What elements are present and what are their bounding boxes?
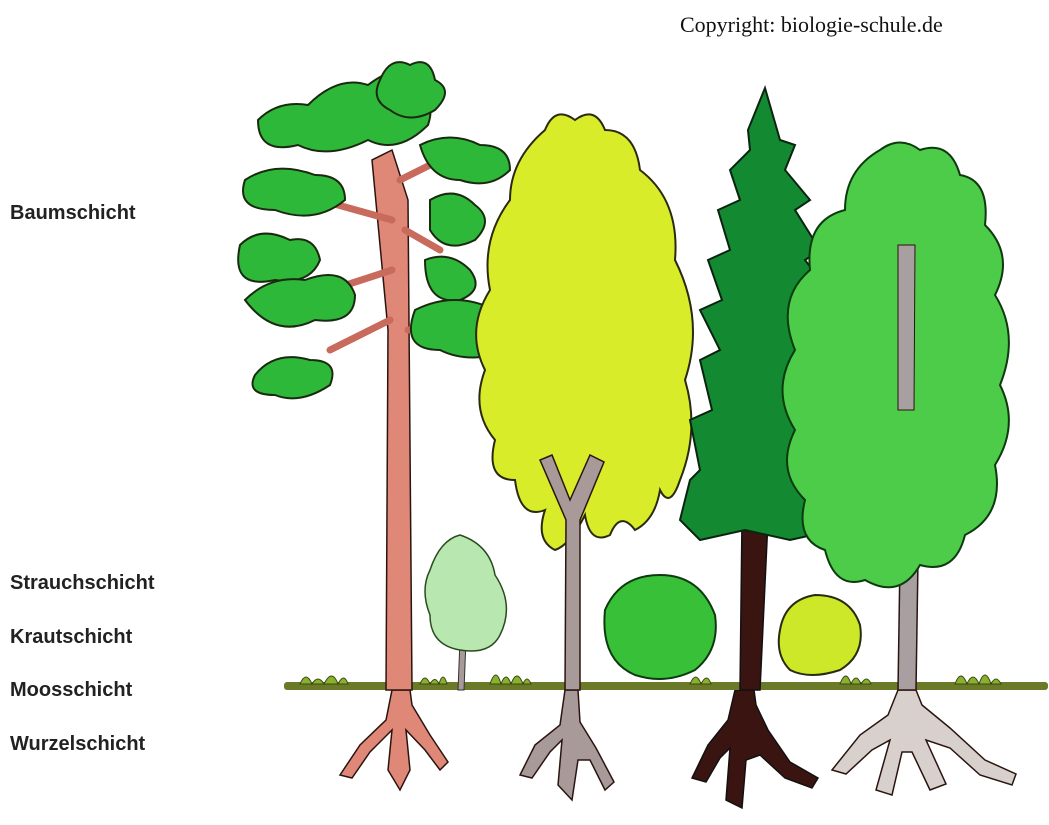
shrub-light (425, 535, 506, 690)
shrub-green (604, 575, 715, 679)
birch-roots (520, 690, 614, 800)
spruce-trunk (740, 520, 768, 690)
pine-roots (340, 690, 448, 790)
beech-crown (783, 143, 1009, 588)
beech-roots (832, 690, 1016, 795)
beech-inner-trunk (898, 245, 915, 410)
shrub-yellow (779, 595, 861, 675)
pine-foliage (238, 62, 515, 398)
spruce-roots (692, 690, 818, 808)
